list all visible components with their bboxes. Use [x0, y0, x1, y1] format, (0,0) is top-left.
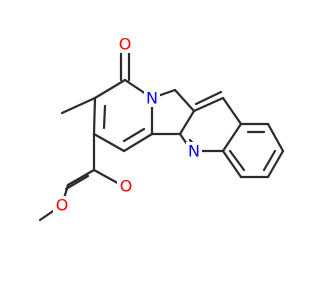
- bond: [60, 96, 97, 115]
- bond: [173, 88, 196, 113]
- bond: [192, 96, 225, 113]
- ester-ether-oxygen-background: [53, 196, 71, 214]
- bond: [66, 168, 96, 187]
- bond: [93, 78, 127, 100]
- ring-nitrogen-background: [144, 89, 160, 107]
- bond: [102, 104, 107, 130]
- bond: [64, 174, 90, 191]
- bond: [228, 149, 246, 172]
- bond-layer: [38, 44, 285, 222]
- bond: [92, 132, 126, 153]
- carbonyl-oxygen-label: O: [119, 35, 132, 54]
- ester-ether-oxygen-label: O: [56, 196, 69, 215]
- bond: [262, 149, 277, 172]
- bond: [221, 96, 243, 126]
- bond: [221, 149, 243, 179]
- bond: [194, 90, 223, 106]
- bond: [122, 132, 154, 153]
- quinoline-nitrogen-label: N: [188, 142, 200, 161]
- molecule-canvas: O N N O O: [38, 34, 285, 222]
- bond: [221, 122, 243, 153]
- ester-oxygen-background: [117, 177, 135, 195]
- atom-label-backgrounds: [53, 35, 202, 214]
- ester-carbonyl-oxygen-label: O: [120, 177, 133, 196]
- bond: [92, 96, 97, 136]
- ring-nitrogen-label: N: [146, 89, 158, 108]
- bond: [266, 122, 285, 153]
- atom-labels: O N N O O: [56, 35, 200, 215]
- structure-diagram: O N N O O: [38, 35, 285, 222]
- bond: [266, 149, 285, 179]
- quinoline-nitrogen-background: [186, 142, 202, 160]
- bond: [178, 109, 196, 136]
- bond: [122, 127, 146, 143]
- carbonyl-oxygen-background: [116, 35, 134, 53]
